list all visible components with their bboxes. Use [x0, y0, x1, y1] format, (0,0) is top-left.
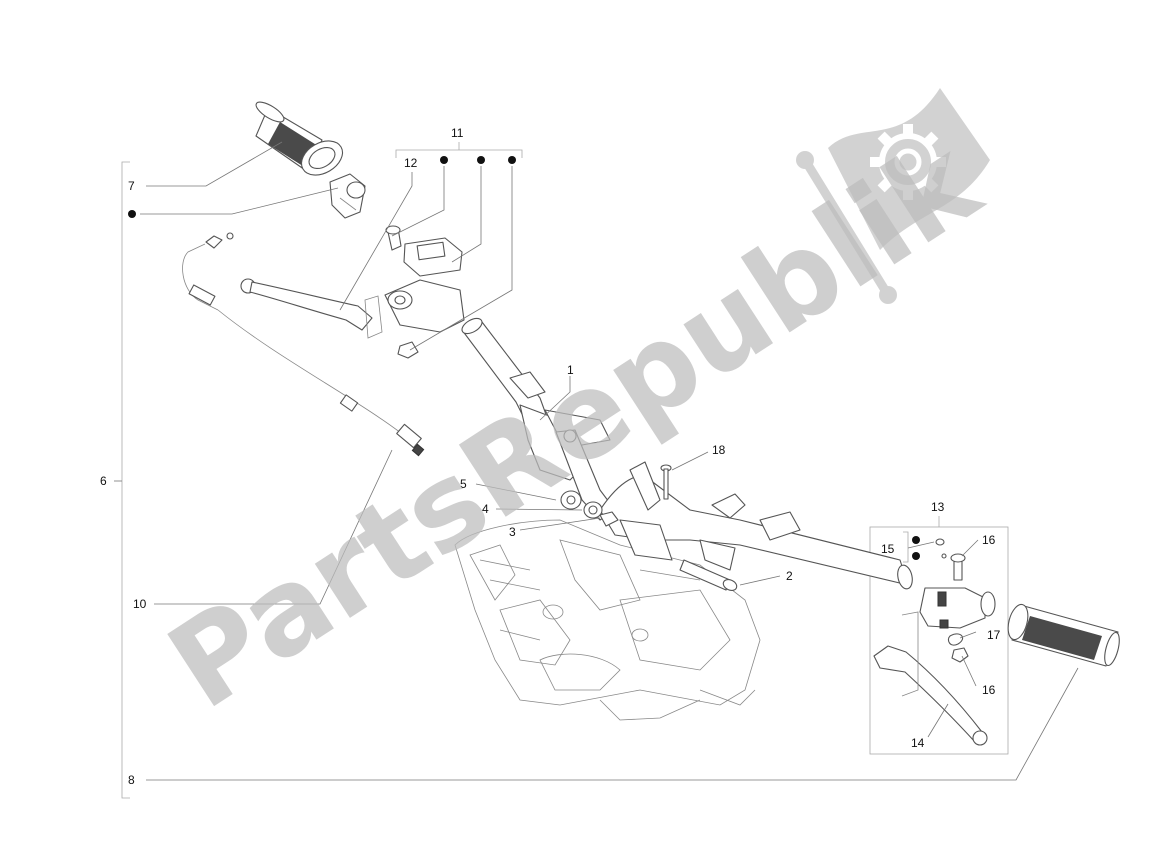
callout-18: 18	[712, 443, 726, 457]
callout-13: 13	[931, 500, 945, 514]
brake-cable	[182, 232, 425, 457]
group-bracket-15	[903, 531, 909, 563]
master-cylinder	[364, 225, 465, 359]
bullet-icon	[128, 156, 920, 560]
nut-3	[599, 511, 619, 527]
callout-3: 3	[509, 525, 516, 539]
leader-lines	[114, 141, 1079, 781]
handlebar-tube	[599, 461, 913, 590]
gear-flag-icon	[796, 88, 990, 304]
spring-17	[947, 633, 964, 646]
left-brake-lever	[240, 278, 373, 331]
callout-5: 5	[460, 477, 467, 491]
callout-8: 8	[128, 773, 135, 787]
callout-10: 10	[133, 597, 147, 611]
callout-1: 1	[567, 363, 574, 377]
callout-15: 15	[881, 542, 895, 556]
right-brake-lever	[873, 611, 988, 746]
group-bracket-6-8	[121, 161, 130, 799]
throttle-housing	[329, 173, 366, 219]
callout-6: 6	[100, 474, 107, 488]
left-grip	[255, 101, 344, 176]
screw-15	[935, 538, 947, 559]
group-bracket-11	[395, 142, 523, 158]
handlebar-stem	[461, 317, 616, 521]
callout-12: 12	[404, 156, 418, 170]
right-lever-bracket	[919, 587, 996, 629]
callout-14: 14	[911, 736, 925, 750]
callout-17: 17	[987, 628, 1001, 642]
group-box-13	[869, 516, 1009, 755]
callout-16-bottom: 16	[982, 683, 996, 697]
screw-18	[660, 464, 672, 500]
callout-2: 2	[786, 569, 793, 583]
spacer-5	[560, 490, 582, 510]
bolt-16-top	[950, 553, 966, 581]
callout-labels: 1 2 3 4 5 6 7 8 10 11 12 13 14 15 16 16 …	[100, 126, 1001, 787]
callout-4: 4	[482, 502, 489, 516]
right-grip	[1007, 603, 1120, 667]
washer-4	[583, 501, 603, 519]
watermark-text: PartsRepublik	[145, 111, 1003, 735]
callout-11: 11	[451, 126, 464, 140]
callout-16-top: 16	[982, 533, 996, 547]
nut-16-bottom	[951, 647, 969, 663]
scooter-frame	[454, 519, 761, 721]
callout-7: 7	[128, 179, 135, 193]
long-bolt	[679, 559, 738, 591]
